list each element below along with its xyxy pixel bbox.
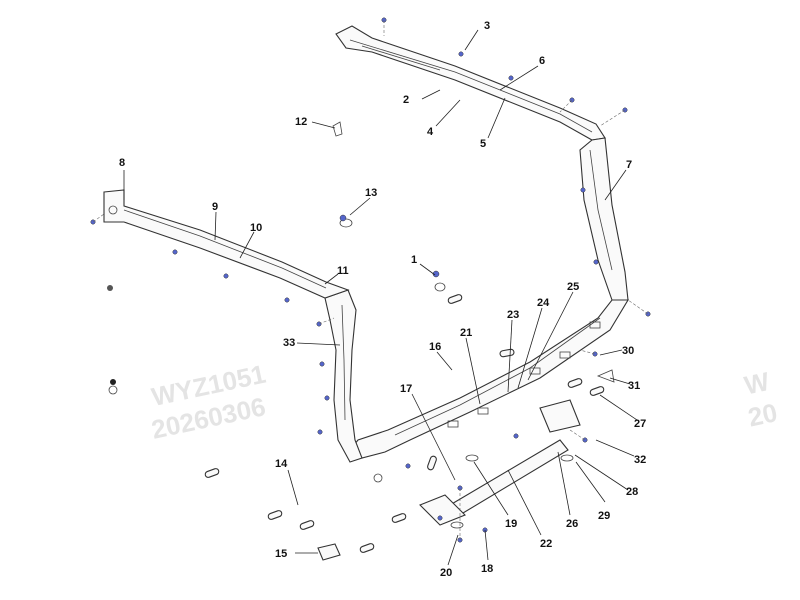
callout-8: 8 — [119, 157, 125, 169]
callout-32: 32 — [634, 454, 646, 466]
callout-2: 2 — [403, 94, 409, 106]
callout-13: 13 — [365, 187, 377, 199]
callout-24: 24 — [537, 297, 550, 309]
callout-15: 15 — [275, 548, 287, 560]
leader-lines — [123, 29, 638, 566]
callout-12: 12 — [295, 116, 307, 128]
assembly-lines — [92, 20, 649, 540]
callout-23: 23 — [507, 309, 519, 321]
watermark-edge: W 20 — [742, 366, 780, 432]
callout-28: 28 — [626, 486, 638, 498]
callout-3: 3 — [484, 20, 490, 32]
right-post — [579, 137, 629, 301]
callout-27: 27 — [634, 418, 646, 430]
callout-labels: 1 2 3 4 5 6 7 8 9 10 11 12 13 14 15 16 1… — [119, 20, 646, 579]
callout-33: 33 — [283, 337, 295, 349]
callout-14: 14 — [275, 458, 288, 470]
upper-rail — [335, 25, 606, 141]
callout-16: 16 — [429, 341, 441, 353]
callout-9: 9 — [212, 201, 218, 213]
callout-10: 10 — [250, 222, 262, 234]
callout-20: 20 — [440, 567, 452, 579]
callout-4: 4 — [427, 126, 434, 138]
callout-29: 29 — [598, 510, 610, 522]
callout-5: 5 — [480, 138, 486, 150]
watermark-edge-line-2: 20 — [745, 397, 780, 432]
callout-7: 7 — [626, 159, 632, 171]
left-rail — [103, 189, 350, 299]
callout-22: 22 — [540, 538, 552, 550]
callout-30: 30 — [622, 345, 634, 357]
callout-11: 11 — [337, 265, 349, 277]
watermark: WYZ1051 20260306 — [149, 359, 269, 445]
callout-26: 26 — [566, 518, 578, 530]
callout-19: 19 — [505, 518, 517, 530]
screws — [90, 17, 651, 543]
callout-18: 18 — [481, 563, 493, 575]
lower-bracket-bar — [419, 399, 581, 526]
callout-21: 21 — [460, 327, 472, 339]
left-post — [324, 289, 363, 463]
lower-sweep — [349, 299, 629, 459]
watermark-edge-line-1: W — [742, 366, 773, 401]
small-parts — [107, 121, 615, 561]
callout-17: 17 — [400, 383, 412, 395]
callout-6: 6 — [539, 55, 545, 67]
callout-1: 1 — [411, 254, 417, 266]
callout-31: 31 — [628, 380, 640, 392]
callout-25: 25 — [567, 281, 579, 293]
